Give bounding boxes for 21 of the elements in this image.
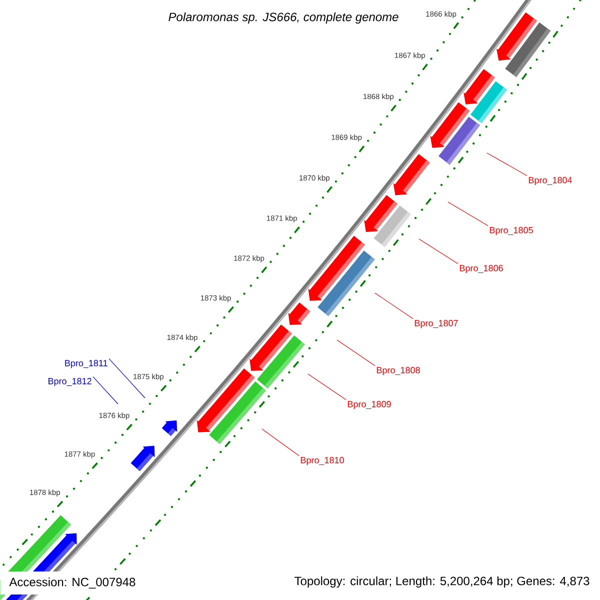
leader-line: [308, 374, 346, 400]
leader-line: [486, 152, 528, 176]
gene-label: Bpro_1812: [48, 378, 92, 386]
accession-text: Accession: NC_007948: [0, 571, 145, 595]
gene-label: Bpro_1810: [300, 456, 344, 466]
leader-line: [418, 238, 458, 264]
gene-label: Bpro_1805: [490, 226, 533, 236]
title: Polaromonas sp. JS666, complete genome: [168, 12, 398, 24]
leader-line: [336, 340, 376, 366]
gene-label: Bpro_1806: [460, 264, 503, 274]
leader-line: [92, 376, 118, 404]
summary-text: Topology: circular; Length: 5,200,264 bp; Genes: 4,873: [293, 575, 591, 589]
leader-line: [448, 202, 488, 226]
gene-label: Bpro_1811: [65, 360, 108, 368]
leader-line: [262, 428, 300, 456]
gene-label: Bpro_1807: [414, 320, 458, 328]
gene-label: Bpro_1808: [376, 366, 420, 376]
leader-line: [108, 358, 146, 398]
gene-label: Bpro_1809: [348, 400, 391, 410]
leader-line: [374, 292, 414, 320]
gene-label: Bpro_1804: [528, 176, 572, 186]
